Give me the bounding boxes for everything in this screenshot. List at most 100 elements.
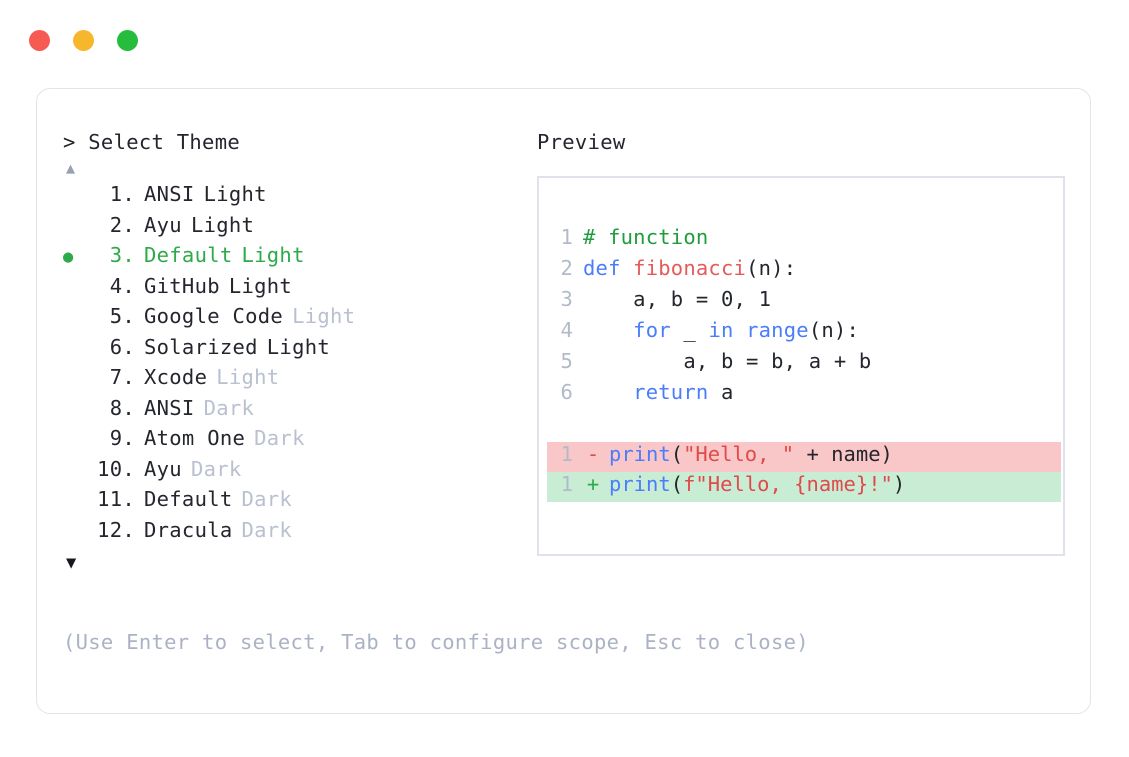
theme-list-item[interactable]: 1. ANSI Light bbox=[63, 182, 533, 213]
theme-list-item[interactable]: 6. Solarized Light bbox=[63, 335, 533, 366]
theme-list-item[interactable]: 4. GitHub Light bbox=[63, 274, 533, 305]
theme-item-name: Google Code bbox=[144, 304, 284, 328]
code-gap bbox=[547, 411, 1061, 442]
code-content: def fibonacci(n): bbox=[583, 256, 796, 280]
maximize-button-icon[interactable] bbox=[117, 30, 138, 51]
window-traffic-lights bbox=[29, 30, 138, 51]
code-token-comment: # function bbox=[583, 225, 709, 249]
theme-item-name: ANSI bbox=[144, 182, 195, 206]
code-line: 6 return a bbox=[547, 380, 1061, 411]
theme-item-number: 6. bbox=[109, 334, 135, 359]
line-number: 1 bbox=[560, 472, 573, 496]
preview-label: Preview bbox=[537, 130, 626, 154]
theme-item-name: Ayu bbox=[144, 456, 182, 481]
theme-list-item[interactable]: 9. Atom One Dark bbox=[63, 426, 533, 457]
diff-marker-plus: + bbox=[586, 472, 600, 496]
code-line: 5 a, b = b, a + b bbox=[547, 349, 1061, 380]
theme-item-number: 11. bbox=[97, 487, 135, 511]
code-token-plain: _ bbox=[670, 318, 709, 342]
code-token-plain bbox=[583, 380, 633, 404]
line-number: 5 bbox=[560, 349, 573, 373]
theme-item-number: 7. bbox=[109, 365, 135, 389]
code-token-plain: (n): bbox=[746, 256, 797, 280]
diff-block: 1-print("Hello, " + name)1+print(f"Hello… bbox=[547, 442, 1061, 502]
theme-item-variant: Dark bbox=[254, 426, 305, 450]
preview-box: 1 # function 2 def fibonacci(n): 3 a, b = 0,… bbox=[537, 176, 1065, 556]
theme-item-name: Ayu bbox=[144, 212, 182, 237]
code-token-plain: ( bbox=[670, 442, 684, 466]
theme-item-variant: Light bbox=[216, 365, 280, 389]
selected-bullet-icon: ● bbox=[63, 247, 74, 267]
theme-item-number: 9. bbox=[109, 426, 135, 450]
theme-item-name: Default bbox=[144, 243, 233, 267]
theme-item-variant: Dark bbox=[203, 395, 255, 420]
theme-item-variant: Light bbox=[190, 212, 255, 237]
theme-item-name: Default bbox=[144, 487, 233, 511]
theme-item-name: GitHub bbox=[144, 273, 220, 298]
theme-item-name: ANSI bbox=[144, 395, 195, 420]
code-token-string: f"Hello, {name}!" bbox=[683, 472, 893, 496]
code-line: 3 a, b = 0, 1 bbox=[547, 287, 1061, 318]
theme-item-number: 4. bbox=[109, 273, 135, 298]
code-token-plain bbox=[583, 318, 633, 342]
theme-item-variant: Light bbox=[266, 334, 330, 359]
select-theme-prompt: > Select Theme bbox=[63, 130, 240, 154]
theme-item-variant: Dark bbox=[241, 517, 293, 542]
scroll-up-icon[interactable]: ▲ bbox=[66, 159, 76, 177]
theme-item-number: 1. bbox=[109, 182, 135, 206]
preview-pane: Preview 1 # function 2 def fibonacci(n): 3 a… bbox=[537, 130, 1067, 556]
minimize-button-icon[interactable] bbox=[73, 30, 94, 51]
line-number: 1 bbox=[560, 225, 573, 249]
code-preview: 1 # function 2 def fibonacci(n): 3 a, b = 0,… bbox=[547, 225, 1061, 502]
theme-item-name: Atom One bbox=[144, 426, 246, 450]
scroll-down-icon[interactable]: ▼ bbox=[66, 553, 77, 573]
code-token-plain: + name) bbox=[794, 442, 893, 466]
theme-item-variant: Light bbox=[203, 182, 267, 206]
code-line: 4 for _ in range(n): bbox=[547, 318, 1061, 349]
code-token-builtin: print bbox=[609, 472, 671, 496]
diff-code-content: print(f"Hello, {name}!") bbox=[603, 472, 905, 496]
code-token-plain: ( bbox=[670, 472, 684, 496]
theme-list-item[interactable]: 2. Ayu Light bbox=[63, 213, 533, 244]
code-token-builtin: print bbox=[609, 442, 671, 466]
theme-item-number: 5. bbox=[109, 304, 135, 328]
line-number: 1 bbox=[560, 442, 573, 466]
code-token-plain: a bbox=[708, 380, 734, 404]
code-token-keyword: for bbox=[633, 318, 671, 342]
theme-list-item[interactable]: 8. ANSI Dark bbox=[63, 396, 533, 427]
line-number: 6 bbox=[560, 380, 573, 404]
keyboard-hint: (Use Enter to select, Tab to configure s… bbox=[63, 630, 809, 654]
code-line: 1 # function bbox=[547, 225, 1061, 256]
code-content: # function bbox=[583, 225, 708, 249]
code-token-plain: (n): bbox=[808, 318, 859, 342]
close-button-icon[interactable] bbox=[29, 30, 50, 51]
diff-marker-minus: - bbox=[586, 442, 600, 466]
theme-item-number: 3. bbox=[109, 243, 135, 267]
theme-item-variant: Light bbox=[292, 304, 356, 328]
code-token-plain: ) bbox=[892, 472, 906, 496]
code-token-keyword: in bbox=[708, 318, 747, 342]
theme-item-name: Solarized bbox=[144, 334, 258, 359]
theme-item-number: 8. bbox=[109, 395, 135, 420]
line-number: 2 bbox=[560, 256, 573, 280]
diff-code-content: print("Hello, " + name) bbox=[603, 442, 893, 466]
code-token-builtin: range bbox=[746, 318, 809, 342]
code-token-keyword: return bbox=[633, 380, 709, 404]
diff-line-minus: 1-print("Hello, " + name) bbox=[547, 442, 1061, 472]
code-content: for _ in range(n): bbox=[583, 318, 859, 342]
code-content: a, b = 0, 1 bbox=[583, 287, 771, 311]
theme-list-item[interactable]: 5. Google Code Light bbox=[63, 304, 533, 335]
theme-item-number: 10. bbox=[97, 456, 135, 481]
theme-item-variant: Light bbox=[228, 273, 293, 298]
code-token-function: fibonacci bbox=[633, 256, 747, 280]
theme-item-number: 2. bbox=[109, 212, 135, 237]
code-token-plain: a, b = 0, 1 bbox=[583, 287, 772, 311]
